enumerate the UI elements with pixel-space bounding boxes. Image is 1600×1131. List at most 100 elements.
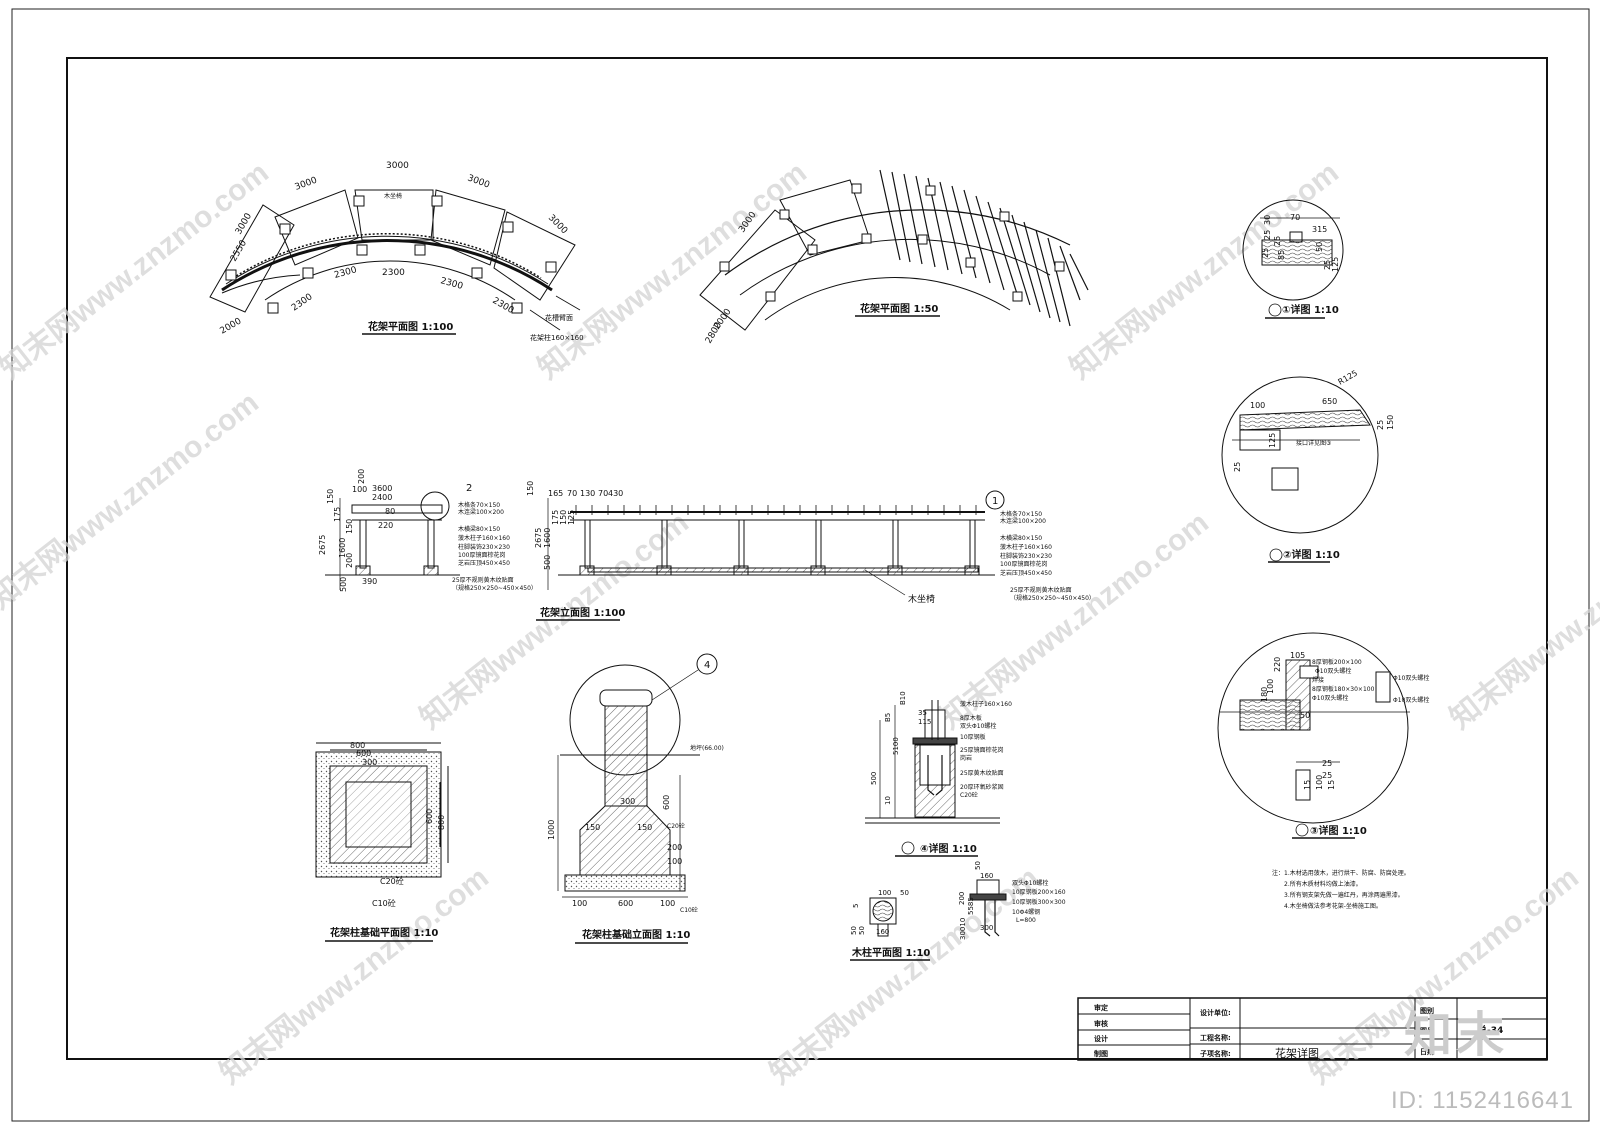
svg-text:注：1.木材选用菠木，进行烘干、防腐、防腐处理。: 注：1.木材选用菠木，进行烘干、防腐、防腐处理。 [1272, 869, 1410, 877]
detail-1 [1242, 199, 1344, 301]
tb-subitem: 花架详图 [1275, 1046, 1319, 1060]
svg-text:100厚镜面棕花岗: 100厚镜面棕花岗 [458, 551, 505, 559]
svg-text:200: 200 [958, 892, 966, 905]
elevation-text: 3600 2400 80 220 100 200 150 175 150 160… [318, 469, 1095, 619]
svg-text:芝岩压顶450×450: 芝岩压顶450×450 [458, 559, 510, 567]
svg-text:花架柱基础平面图 1:10: 花架柱基础平面图 1:10 [330, 926, 438, 939]
svg-text:600: 600 [356, 749, 371, 758]
svg-text:125: 125 [567, 510, 576, 525]
svg-text:岗岩: 岗岩 [960, 754, 972, 762]
svg-text:20厚环氧砂浆固: 20厚环氧砂浆固 [960, 783, 1004, 791]
svg-text:1600: 1600 [338, 538, 347, 558]
svg-text:3.所有钢支架先做一遍红丹，再涂两遍黑漆。: 3.所有钢支架先做一遍红丹，再涂两遍黑漆。 [1284, 891, 1404, 899]
svg-text:25厚不规则黄木纹贴面: 25厚不规则黄木纹贴面 [1010, 586, 1072, 594]
svg-text:2: 2 [466, 483, 472, 494]
svg-text:85: 85 [1277, 250, 1286, 260]
svg-text:100: 100 [352, 485, 367, 494]
svg-text:8厚钢板180×30×100: 8厚钢板180×30×100 [1312, 685, 1375, 693]
svg-text:菠木柱子160×160: 菠木柱子160×160 [960, 700, 1012, 708]
svg-text:C20砼: C20砼 [667, 822, 685, 830]
svg-text:木柱平面图 1:10: 木柱平面图 1:10 [851, 946, 930, 959]
svg-text:130: 130 [580, 489, 595, 498]
svg-text:B10: B10 [899, 691, 907, 705]
detail4-text: 菠木柱子160×160 8厚木板 双头Φ10螺栓 10厚钢板 25厚镜面棕花岗 … [870, 691, 1012, 855]
svg-text:②详图 1:10: ②详图 1:10 [1283, 548, 1340, 561]
svg-text:500: 500 [543, 555, 552, 570]
svg-text:芝岩压顶450×450: 芝岩压顶450×450 [1000, 569, 1052, 577]
svg-text:25厚镜面棕花岗: 25厚镜面棕花岗 [960, 746, 1004, 754]
svg-text:600: 600 [425, 809, 434, 824]
svg-text:165: 165 [548, 489, 563, 498]
svg-text:③详图 1:10: ③详图 1:10 [1310, 824, 1367, 837]
svg-text:（规格250×250~450×450）: （规格250×250~450×450） [452, 584, 537, 592]
svg-text:200: 200 [667, 843, 682, 852]
svg-text:150: 150 [559, 510, 568, 525]
svg-text:10厚钢板: 10厚钢板 [960, 733, 986, 741]
svg-text:木连梁100×200: 木连梁100×200 [1000, 517, 1046, 525]
outer-frame [11, 8, 1590, 1122]
svg-text:8厚钢板200×100: 8厚钢板200×100 [1312, 658, 1362, 666]
svg-text:①详图 1:10: ①详图 1:10 [1282, 303, 1339, 316]
svg-text:L=800: L=800 [1016, 917, 1036, 924]
plan100-text: 3000 3000 3000 3000 3000 2550 2000 2300 … [219, 161, 584, 342]
svg-text:25厚不规则黄木纹贴面: 25厚不规则黄木纹贴面 [452, 576, 514, 584]
elevation-1-100 [325, 490, 1005, 596]
svg-text:70: 70 [1290, 213, 1300, 222]
svg-text:Φ10双头螺栓: Φ10双头螺栓 [1315, 667, 1351, 675]
watermarks: 知末网www.znzmo.com 知末网www.znzmo.com 知末网www… [0, 156, 1600, 1091]
svg-text:25: 25 [1233, 462, 1242, 472]
svg-text:25厚黄木纹贴面: 25厚黄木纹贴面 [960, 769, 1004, 777]
svg-text:接口详见图③: 接口详见图③ [1296, 439, 1331, 447]
svg-text:柱脚装饰230×230: 柱脚装饰230×230 [1000, 552, 1052, 560]
svg-text:315: 315 [1312, 225, 1327, 234]
svg-text:160: 160 [980, 872, 993, 880]
svg-text:花架平面图 1:100: 花架平面图 1:100 [368, 320, 453, 333]
plan-1-100 [209, 189, 581, 331]
svg-text:3600: 3600 [372, 484, 392, 493]
id-label: ID: 1152416641 [1390, 1087, 1574, 1114]
svg-text:25: 25 [1273, 236, 1282, 246]
svg-text:30010: 30010 [959, 918, 967, 940]
detail-3 [1217, 632, 1410, 824]
elev-columns [579, 519, 980, 576]
tb-draft: 制图 [1094, 1049, 1108, 1058]
svg-text:菠木柱子160×160: 菠木柱子160×160 [1000, 543, 1052, 551]
elev-rafters [575, 505, 977, 515]
svg-text:100: 100 [572, 899, 587, 908]
svg-text:花架柱基础立面图 1:10: 花架柱基础立面图 1:10 [582, 928, 690, 941]
svg-text:100: 100 [1250, 401, 1265, 410]
svg-text:1000: 1000 [547, 820, 556, 840]
svg-text:木格条70×150: 木格条70×150 [458, 501, 500, 509]
svg-text:500: 500 [870, 772, 878, 785]
general-notes: 注：1.木材选用菠木，进行烘干、防腐、防腐处理。 2.所有木质材料均做上油漆。 … [1272, 869, 1410, 910]
inner-frame [66, 57, 1548, 1060]
svg-text:25: 25 [1323, 260, 1332, 270]
svg-text:花架平面图 1:50: 花架平面图 1:50 [860, 302, 938, 315]
detail1-text: 30 25 70 315 25 50 25 125 25 85 ①详图 1:10 [1261, 213, 1340, 316]
svg-text:220: 220 [1273, 657, 1282, 672]
svg-text:100: 100 [667, 857, 682, 866]
svg-text:知末网www.znzmo.com: 知末网www.znzmo.com [414, 506, 695, 736]
svg-text:600: 600 [618, 899, 633, 908]
svg-text:430: 430 [608, 489, 623, 498]
svg-text:木横梁80×150: 木横梁80×150 [1000, 534, 1042, 542]
svg-text:2800: 2800 [704, 320, 724, 345]
svg-text:25: 25 [1261, 248, 1270, 258]
svg-text:175: 175 [551, 510, 560, 525]
tb-subitem-label: 子项名称: [1200, 1049, 1231, 1058]
svg-text:木坐椅: 木坐椅 [908, 593, 935, 605]
tb-design: 设计 [1094, 1034, 1108, 1043]
tb-sheet-no: 总-34 [1478, 1024, 1503, 1036]
svg-text:柱脚装饰230×230: 柱脚装饰230×230 [458, 543, 510, 551]
svg-text:10Φ4螺钢: 10Φ4螺钢 [1012, 908, 1040, 916]
svg-text:300: 300 [980, 924, 993, 932]
plan-1-50 [699, 169, 1089, 331]
svg-text:150: 150 [326, 489, 335, 504]
title-block [1077, 997, 1548, 1061]
svg-text:木格条70×150: 木格条70×150 [1000, 510, 1042, 518]
svg-text:125: 125 [1268, 433, 1277, 448]
svg-text:焊接: 焊接 [1312, 676, 1324, 684]
svg-text:160: 160 [876, 928, 889, 936]
svg-text:2400: 2400 [372, 493, 392, 502]
svg-text:50: 50 [974, 861, 982, 870]
